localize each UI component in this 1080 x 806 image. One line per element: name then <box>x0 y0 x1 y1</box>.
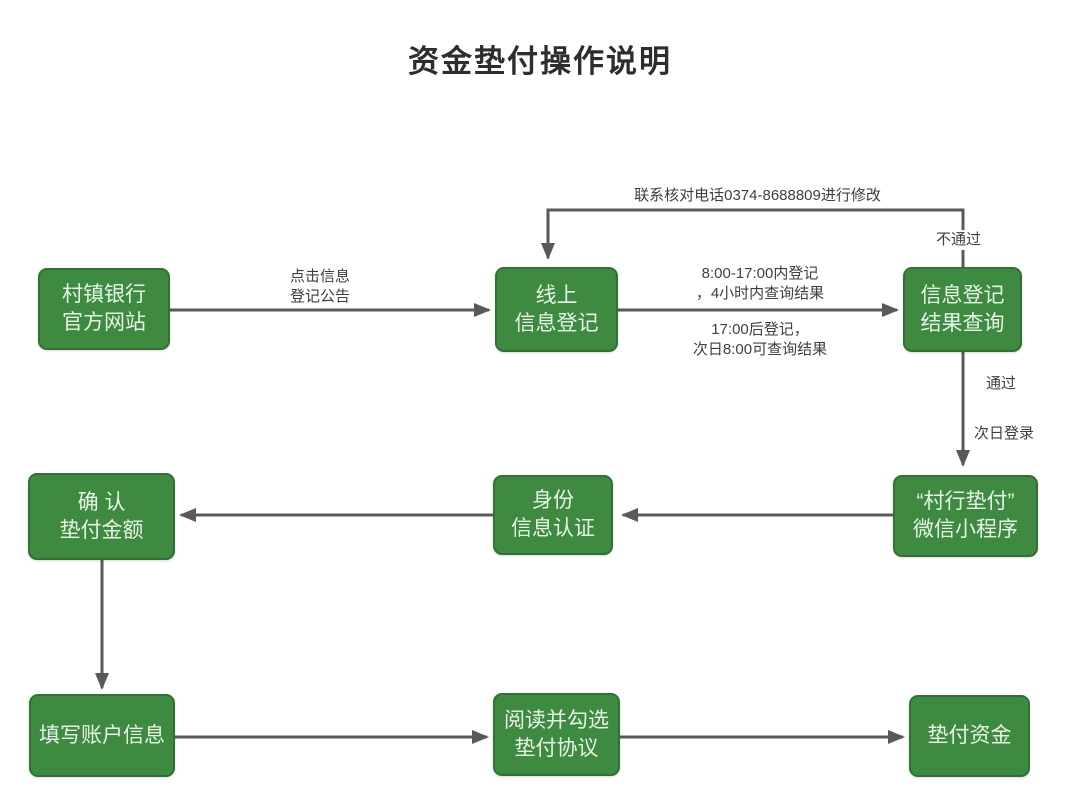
node-identity-auth: 身份 信息认证 <box>493 475 613 555</box>
arrow-query-feedback-loop <box>541 208 965 267</box>
node-text: 阅读并勾选 <box>504 708 609 732</box>
node-text: 确 认 <box>77 490 126 514</box>
node-text: “村行垫付” <box>916 490 1015 513</box>
node-text: 结果查询 <box>920 311 1005 335</box>
node-text: 信息认证 <box>511 517 595 540</box>
node-text: 官方网站 <box>62 311 146 334</box>
node-fill-account: 填写账户信息 <box>29 694 175 777</box>
label-click-notice: 点击信息 登记公告 <box>289 268 350 305</box>
node-read-agreement: 阅读并勾选 垫付协议 <box>493 693 620 776</box>
node-text: 身份 <box>532 489 574 512</box>
node-text: 村镇银行 <box>62 283 146 306</box>
node-text: 微信小程序 <box>913 518 1018 541</box>
diagram-title: 资金垫付操作说明 <box>408 44 672 79</box>
label-not-pass: 不通过 <box>933 230 985 250</box>
node-text: 信息登记 <box>920 283 1005 307</box>
node-bank-website: 村镇银行 官方网站 <box>38 268 170 350</box>
node-result-query: 信息登记 结果查询 <box>903 267 1022 352</box>
label-feedback-phone: 联系核对电话0374-8688809进行修改 <box>634 187 881 204</box>
node-text: 垫付金额 <box>59 518 144 542</box>
node-text: 垫付协议 <box>514 736 599 760</box>
node-text: 垫付资金 <box>927 724 1012 747</box>
label-pass: 通过 <box>986 375 1017 392</box>
node-text: 填写账户信息 <box>39 723 165 747</box>
node-confirm-amount: 确 认 垫付金额 <box>28 473 175 560</box>
node-wechat-miniprogram: “村行垫付” 微信小程序 <box>893 475 1038 557</box>
label-next-day-login: 次日登录 <box>974 425 1035 442</box>
label-reg-daytime: 8:00-17:00内登记 ，4小时内查询结果 <box>695 265 825 302</box>
node-text: 线上 <box>535 283 578 307</box>
node-advance-funds: 垫付资金 <box>909 695 1030 777</box>
node-text: 信息登记 <box>514 311 599 335</box>
label-reg-evening: 17:00后登记， 次日8:00可查询结果 <box>692 321 828 358</box>
node-online-registration: 线上 信息登记 <box>495 267 618 352</box>
